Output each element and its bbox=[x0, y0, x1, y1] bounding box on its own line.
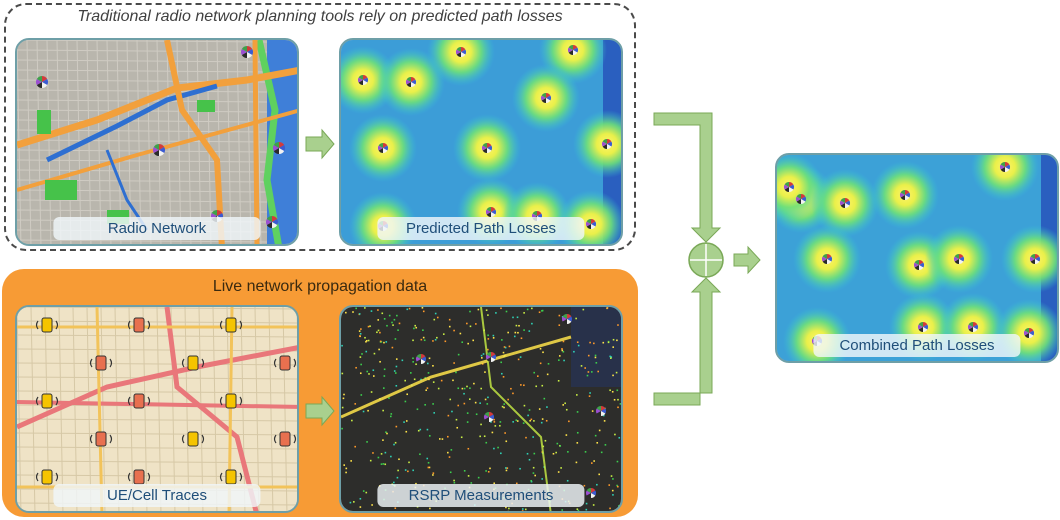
cell-site-icon bbox=[456, 47, 466, 57]
cell-site-icon bbox=[914, 260, 924, 270]
combined-path-losses-label: Combined Path Losses bbox=[813, 334, 1021, 357]
cell-site-icon bbox=[1000, 162, 1010, 172]
circled-plus-icon bbox=[688, 242, 724, 278]
cell-site-icon bbox=[822, 254, 832, 264]
cell-site-icon bbox=[541, 93, 551, 103]
phone-icon bbox=[219, 393, 243, 409]
phone-icon bbox=[89, 431, 113, 447]
connector-predicted-to-combiner bbox=[653, 112, 722, 243]
cell-site-icon bbox=[153, 144, 165, 156]
traditional-planning-caption: Traditional radio network planning tools… bbox=[77, 8, 563, 25]
arrow-traces-to-rsrp bbox=[305, 395, 335, 427]
rsrp-measurements-label: RSRP Measurements bbox=[377, 484, 585, 507]
ue-cell-traces-map bbox=[17, 307, 297, 511]
cell-site-icon bbox=[954, 254, 964, 264]
phone-icon bbox=[127, 393, 151, 409]
cell-site-icon bbox=[918, 322, 928, 332]
cell-site-icon bbox=[1030, 254, 1040, 264]
rsrp-measurements-panel: RSRP Measurements bbox=[339, 305, 623, 513]
phone-icon bbox=[273, 355, 297, 371]
cell-site-icon bbox=[482, 143, 492, 153]
cell-site-icon bbox=[784, 182, 794, 192]
cell-site-icon bbox=[273, 142, 286, 154]
cell-site-icon bbox=[602, 139, 612, 149]
cell-site-icon bbox=[406, 77, 416, 87]
cell-site-icon bbox=[240, 46, 254, 58]
traditional-planning-group bbox=[4, 3, 636, 251]
cell-site-icon bbox=[596, 406, 606, 416]
ue-cell-traces-label: UE/Cell Traces bbox=[53, 484, 261, 507]
cell-site-icon bbox=[568, 45, 578, 55]
combined-path-losses-heatmap bbox=[777, 155, 1057, 361]
predicted-path-losses-label: Predicted Path Losses bbox=[377, 217, 585, 240]
cell-site-icon bbox=[358, 75, 368, 85]
predicted-path-losses-heatmap bbox=[341, 40, 621, 244]
phone-icon bbox=[35, 469, 59, 485]
cell-site-icon bbox=[484, 412, 494, 422]
cell-site-icon bbox=[586, 219, 596, 229]
arrow-radio-to-predicted bbox=[305, 128, 335, 160]
cell-site-icon bbox=[266, 216, 279, 228]
phone-icon bbox=[35, 317, 59, 333]
predicted-path-losses-panel: Predicted Path Losses bbox=[339, 38, 623, 246]
cell-site-icon bbox=[968, 322, 978, 332]
cell-site-icon bbox=[796, 194, 806, 204]
rsrp-measurements-map bbox=[341, 307, 621, 511]
cell-site-icon bbox=[586, 488, 596, 498]
phone-icon bbox=[89, 355, 113, 371]
cell-site-icon bbox=[1024, 328, 1034, 338]
combined-path-losses-panel: Combined Path Losses bbox=[775, 153, 1059, 363]
cell-site-icon bbox=[900, 190, 910, 200]
phone-icon bbox=[181, 355, 205, 371]
phone-icon bbox=[181, 431, 205, 447]
cell-site-icon bbox=[486, 207, 496, 217]
cell-site-icon bbox=[840, 198, 850, 208]
phone-icon bbox=[35, 393, 59, 409]
arrow-combiner-to-combined bbox=[733, 245, 761, 275]
cell-site-icon bbox=[562, 314, 572, 324]
cell-site-icon bbox=[36, 76, 48, 88]
phone-icon bbox=[219, 317, 243, 333]
phone-icon bbox=[127, 317, 151, 333]
live-network-caption: Live network propagation data bbox=[212, 278, 428, 295]
phone-icon bbox=[273, 431, 297, 447]
radio-network-label: Radio Network bbox=[53, 217, 261, 240]
cell-site-icon bbox=[416, 354, 426, 364]
cell-site-icon bbox=[378, 143, 388, 153]
cell-site-icon bbox=[486, 352, 496, 362]
radio-network-panel: Radio Network bbox=[15, 38, 299, 246]
ue-cell-traces-panel: UE/Cell Traces bbox=[15, 305, 299, 513]
connector-rsrp-to-combiner bbox=[653, 277, 722, 406]
